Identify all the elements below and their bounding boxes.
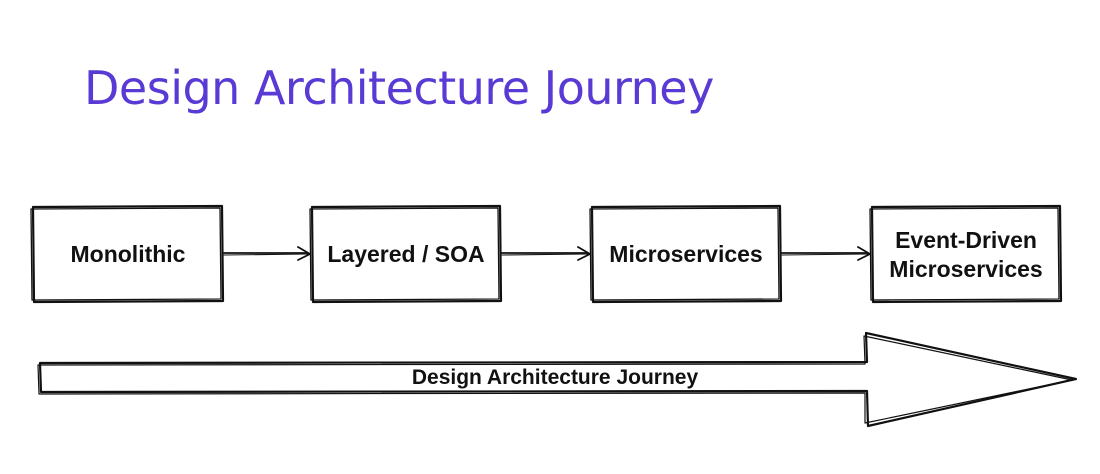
page-title: Design Architecture Journey	[84, 61, 714, 115]
stage-label-layered-soa: Layered / SOA	[327, 241, 485, 267]
connector-arrow-1	[223, 246, 311, 261]
connector-arrow-2	[501, 246, 591, 261]
journey-arrow-label: Design Architecture Journey	[411, 366, 699, 389]
stage-box-event-driven-microservices	[869, 204, 1063, 304]
journey-arrow	[37, 331, 1078, 428]
stage-label-microservices: Microservices	[609, 241, 763, 267]
stage-label-event-driven-microservices: Event-Driven Microservices	[889, 226, 1043, 282]
stage-box-monolithic	[30, 204, 225, 304]
connector-arrow-3	[781, 246, 871, 261]
stage-box-microservices	[589, 204, 783, 304]
stage-box-layered-soa	[309, 204, 503, 304]
stage-label-monolithic: Monolithic	[70, 241, 186, 267]
